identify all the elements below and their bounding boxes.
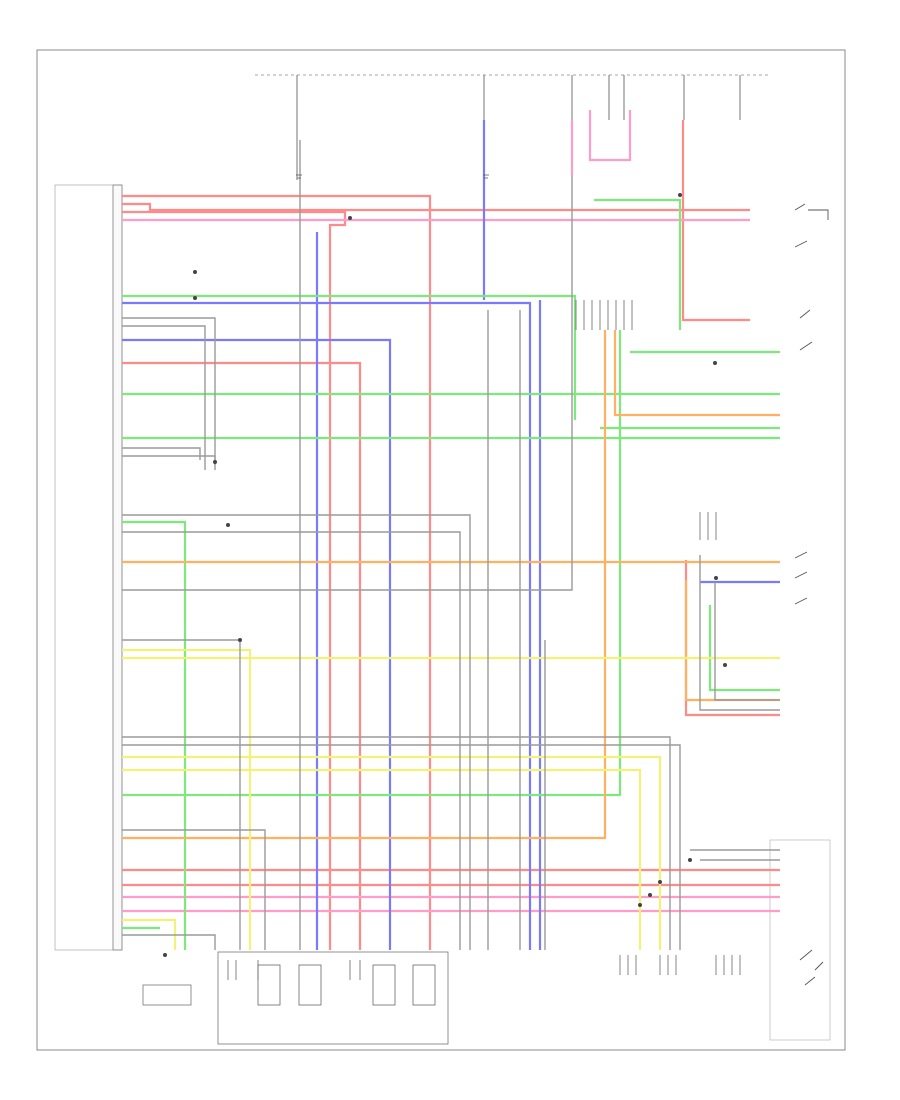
bottom-components-box: [217, 951, 449, 1045]
connector-pins: [227, 300, 741, 980]
fuse-drops: [296, 75, 741, 180]
right-lower-connector: [769, 839, 831, 1041]
right-switches: [794, 203, 829, 986]
ground-symbols: [296, 174, 489, 179]
orange-wires: [122, 330, 780, 840]
ecm-connector: [112, 184, 123, 951]
diagram-border: [36, 49, 846, 1051]
red-wires: [122, 120, 780, 950]
green-wires: [122, 198, 780, 950]
pink-wires: [122, 110, 780, 913]
blue-wires: [122, 120, 780, 950]
yellow-wires: [122, 648, 780, 950]
bottom-component-modules: [257, 964, 436, 1006]
ecm-label-box: [54, 184, 114, 951]
bottom-left-switch-box: [142, 984, 192, 1006]
splice-points: [163, 193, 727, 957]
gray-wires: [122, 140, 780, 950]
